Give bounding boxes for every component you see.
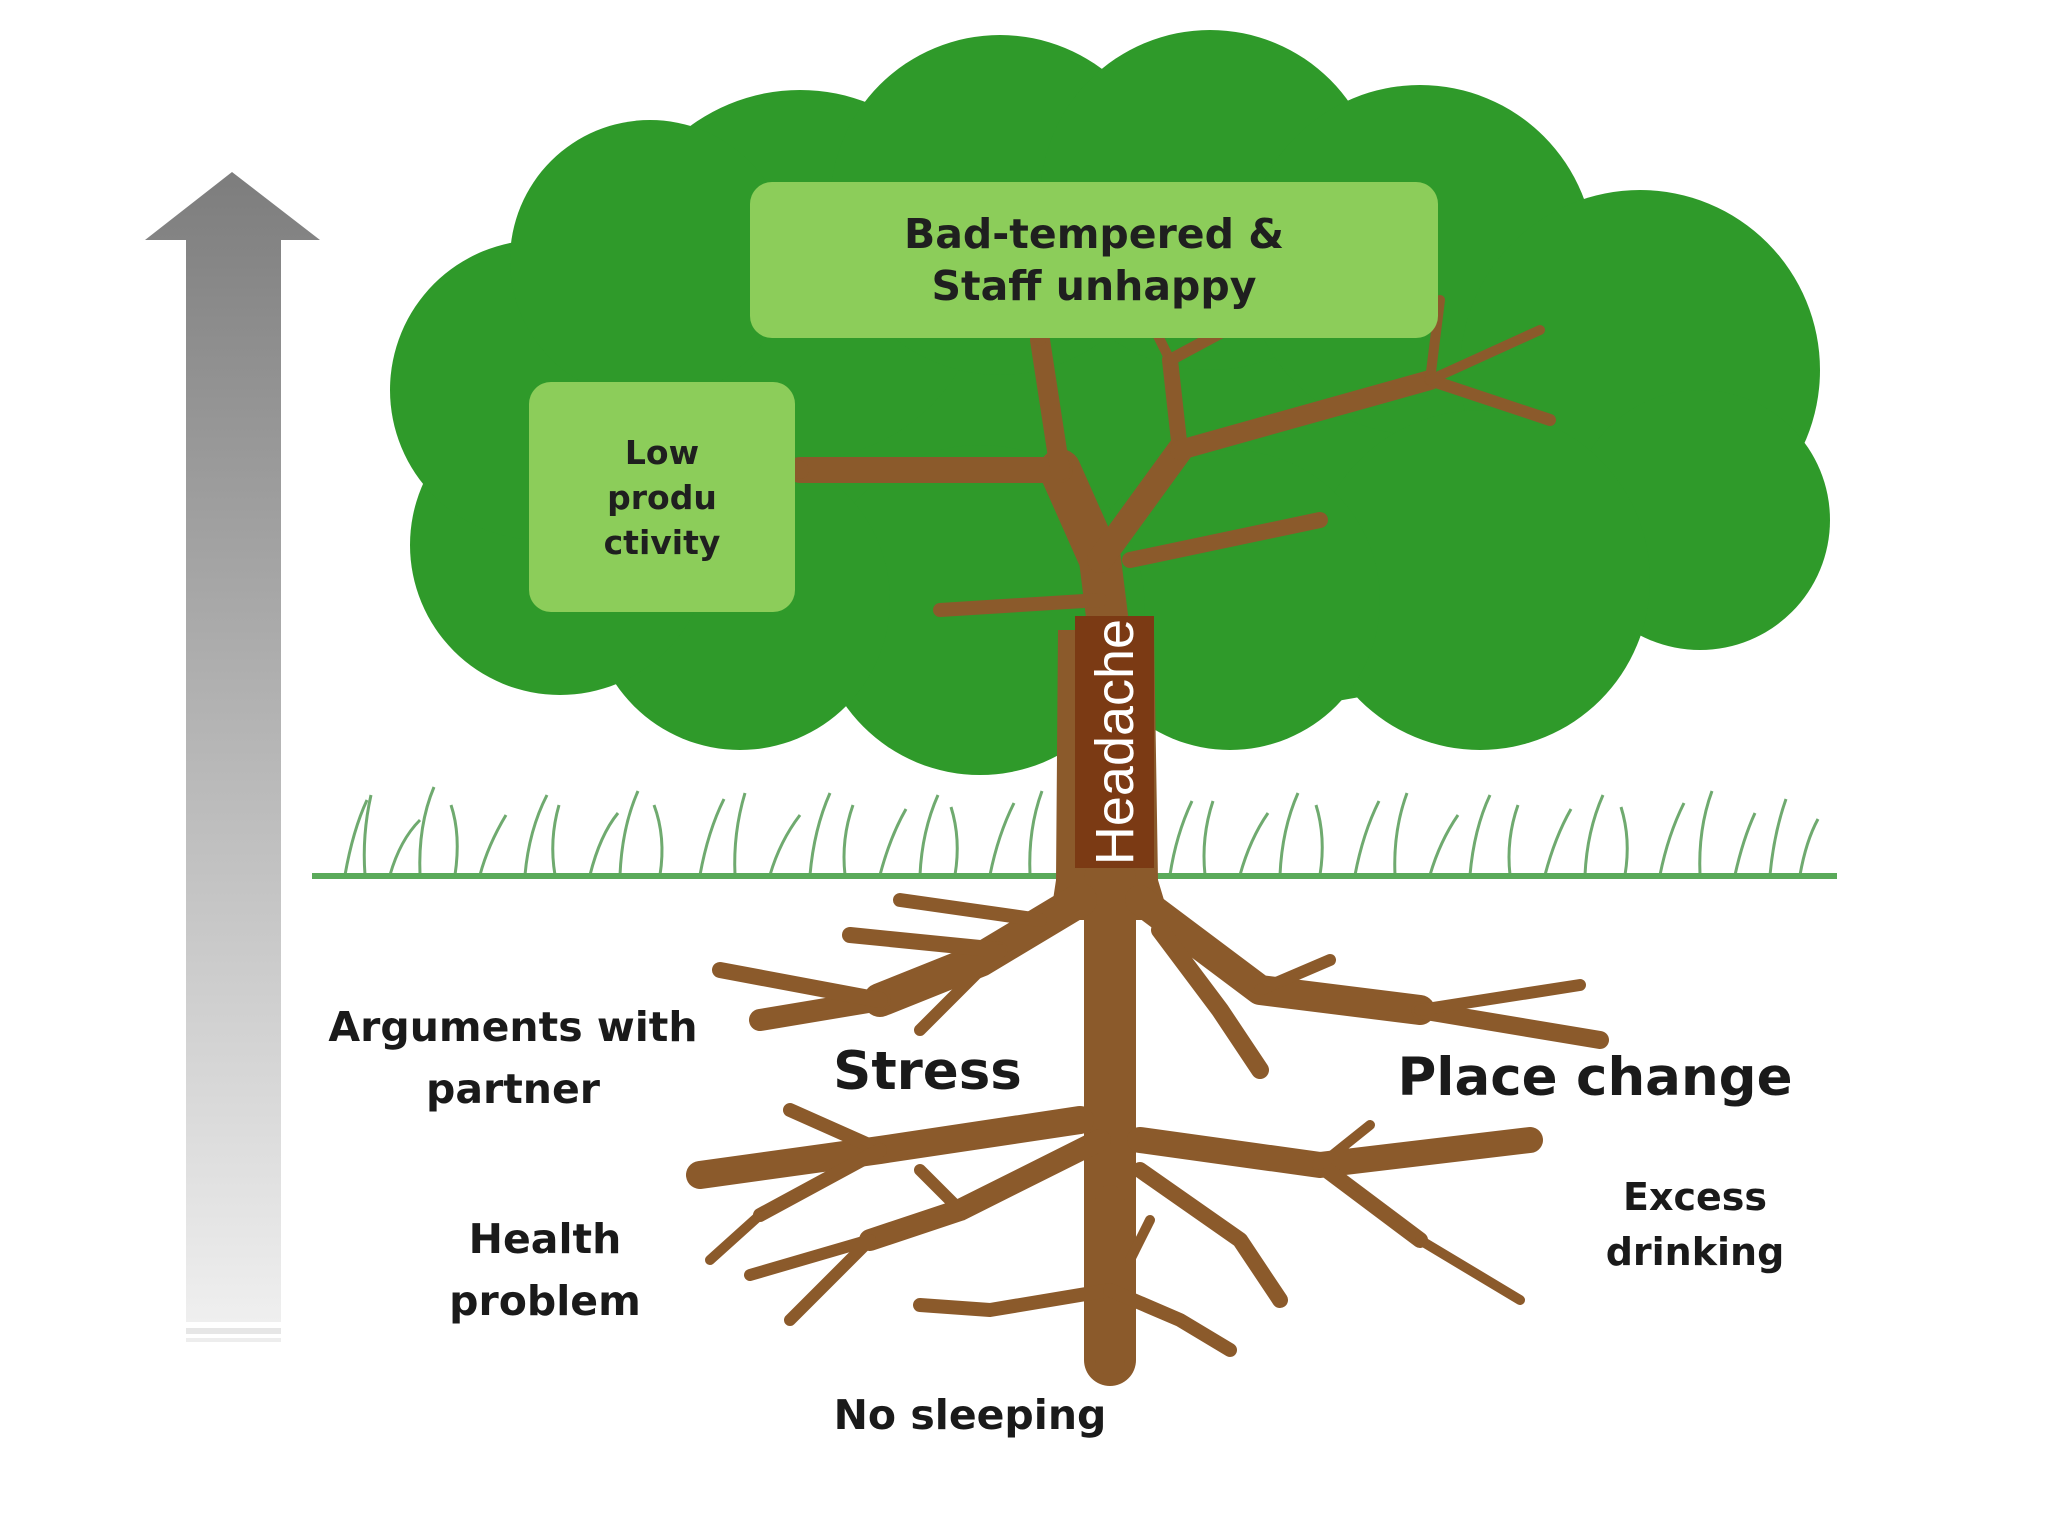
stress-label: Stress bbox=[805, 1040, 1050, 1104]
low-productivity-box: Low produ ctivity bbox=[529, 382, 795, 612]
health-problem-label: Health problem bbox=[400, 1208, 690, 1332]
excess-drinking-label: Excess drinking bbox=[1545, 1170, 1845, 1280]
headache-trunk-label: Headache bbox=[1075, 616, 1154, 868]
headache-label-text: Headache bbox=[1084, 619, 1146, 865]
place-change-label: Place change bbox=[1345, 1046, 1845, 1110]
no-sleeping-label: No sleeping bbox=[780, 1387, 1160, 1443]
upward-arrow-icon bbox=[145, 172, 320, 1342]
tree-roots bbox=[700, 880, 1600, 1360]
bad-tempered-staff-unhappy-box: Bad-tempered & Staff unhappy bbox=[750, 182, 1438, 338]
arguments-with-partner-label: Arguments with partner bbox=[268, 996, 758, 1120]
